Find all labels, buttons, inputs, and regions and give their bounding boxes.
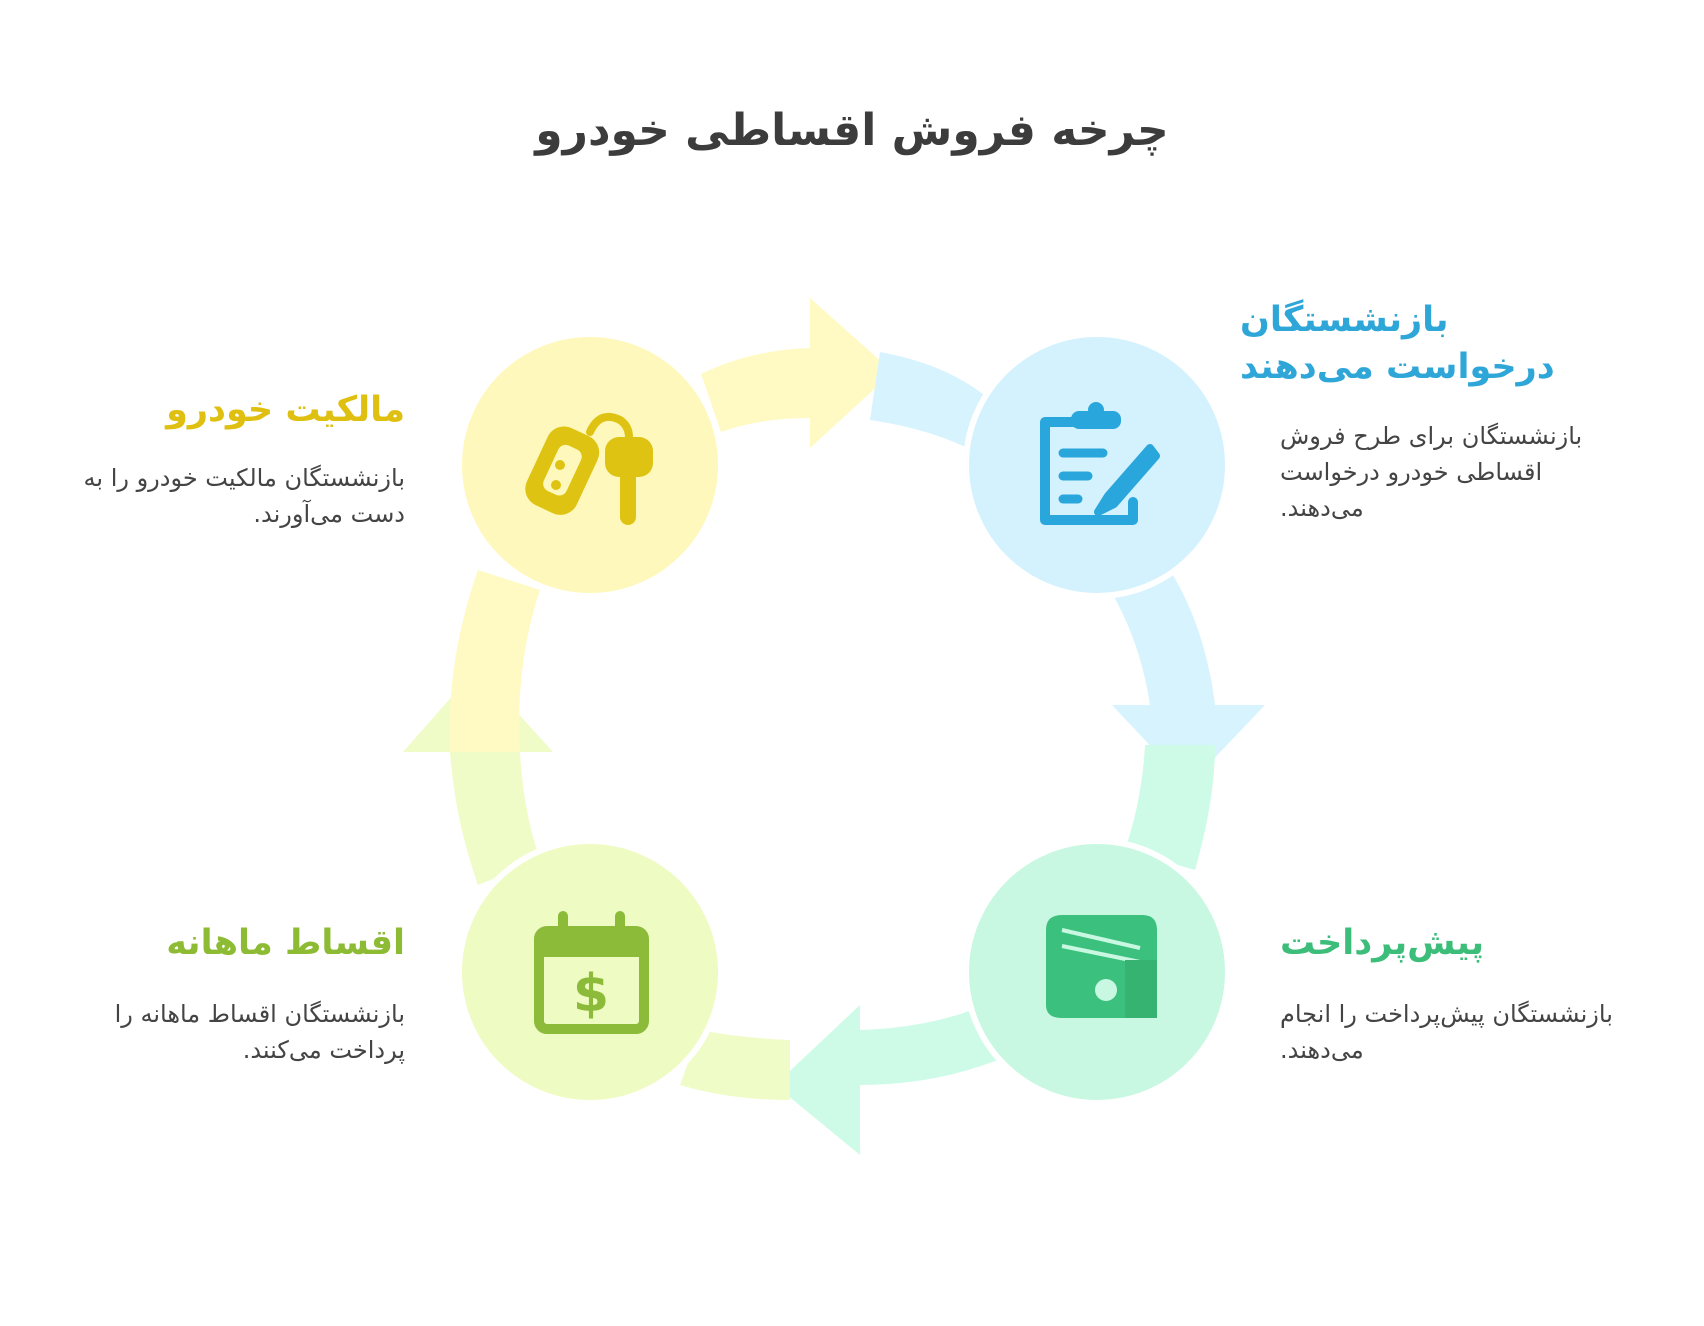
arrow-request-to-down-payment bbox=[870, 352, 1265, 786]
step-title-request: بازنشستگان درخواست می‌دهند bbox=[1240, 300, 1555, 387]
step-circle-request bbox=[963, 331, 1231, 599]
step-circle-installments bbox=[456, 838, 724, 1106]
car-key-icon bbox=[525, 413, 653, 525]
step-desc-down-payment: بازنشستگان پیش‌پرداخت را انجام می‌دهند. bbox=[1280, 1000, 1613, 1064]
step-desc-installments: بازنشستگان اقساط ماهانه را پرداخت می‌کنن… bbox=[114, 1000, 405, 1064]
arrow-down-payment-to-installments bbox=[775, 745, 1215, 1155]
step-desc-ownership: بازنشستگان مالکیت خودرو را به دست می‌آور… bbox=[83, 464, 405, 528]
arrow-ownership-to-request bbox=[701, 298, 893, 448]
step-title-ownership: مالکیت خودرو bbox=[166, 390, 405, 430]
diagram-title: چرخه فروش اقساطی خودرو bbox=[535, 105, 1169, 156]
calendar-dollar-icon: $ bbox=[534, 911, 649, 1034]
step-title-down-payment: پیش‌پرداخت bbox=[1280, 923, 1485, 963]
clipboard-edit-icon bbox=[1040, 402, 1160, 525]
arrow-tail-ownership bbox=[449, 570, 540, 752]
wallet-icon bbox=[1046, 915, 1157, 1018]
svg-text:$: $ bbox=[573, 964, 609, 1024]
step-title-installments: اقساط ماهانه bbox=[166, 923, 405, 963]
step-desc-request: بازنشستگان برای طرح فروش اقساطی خودرو در… bbox=[1280, 422, 1583, 522]
